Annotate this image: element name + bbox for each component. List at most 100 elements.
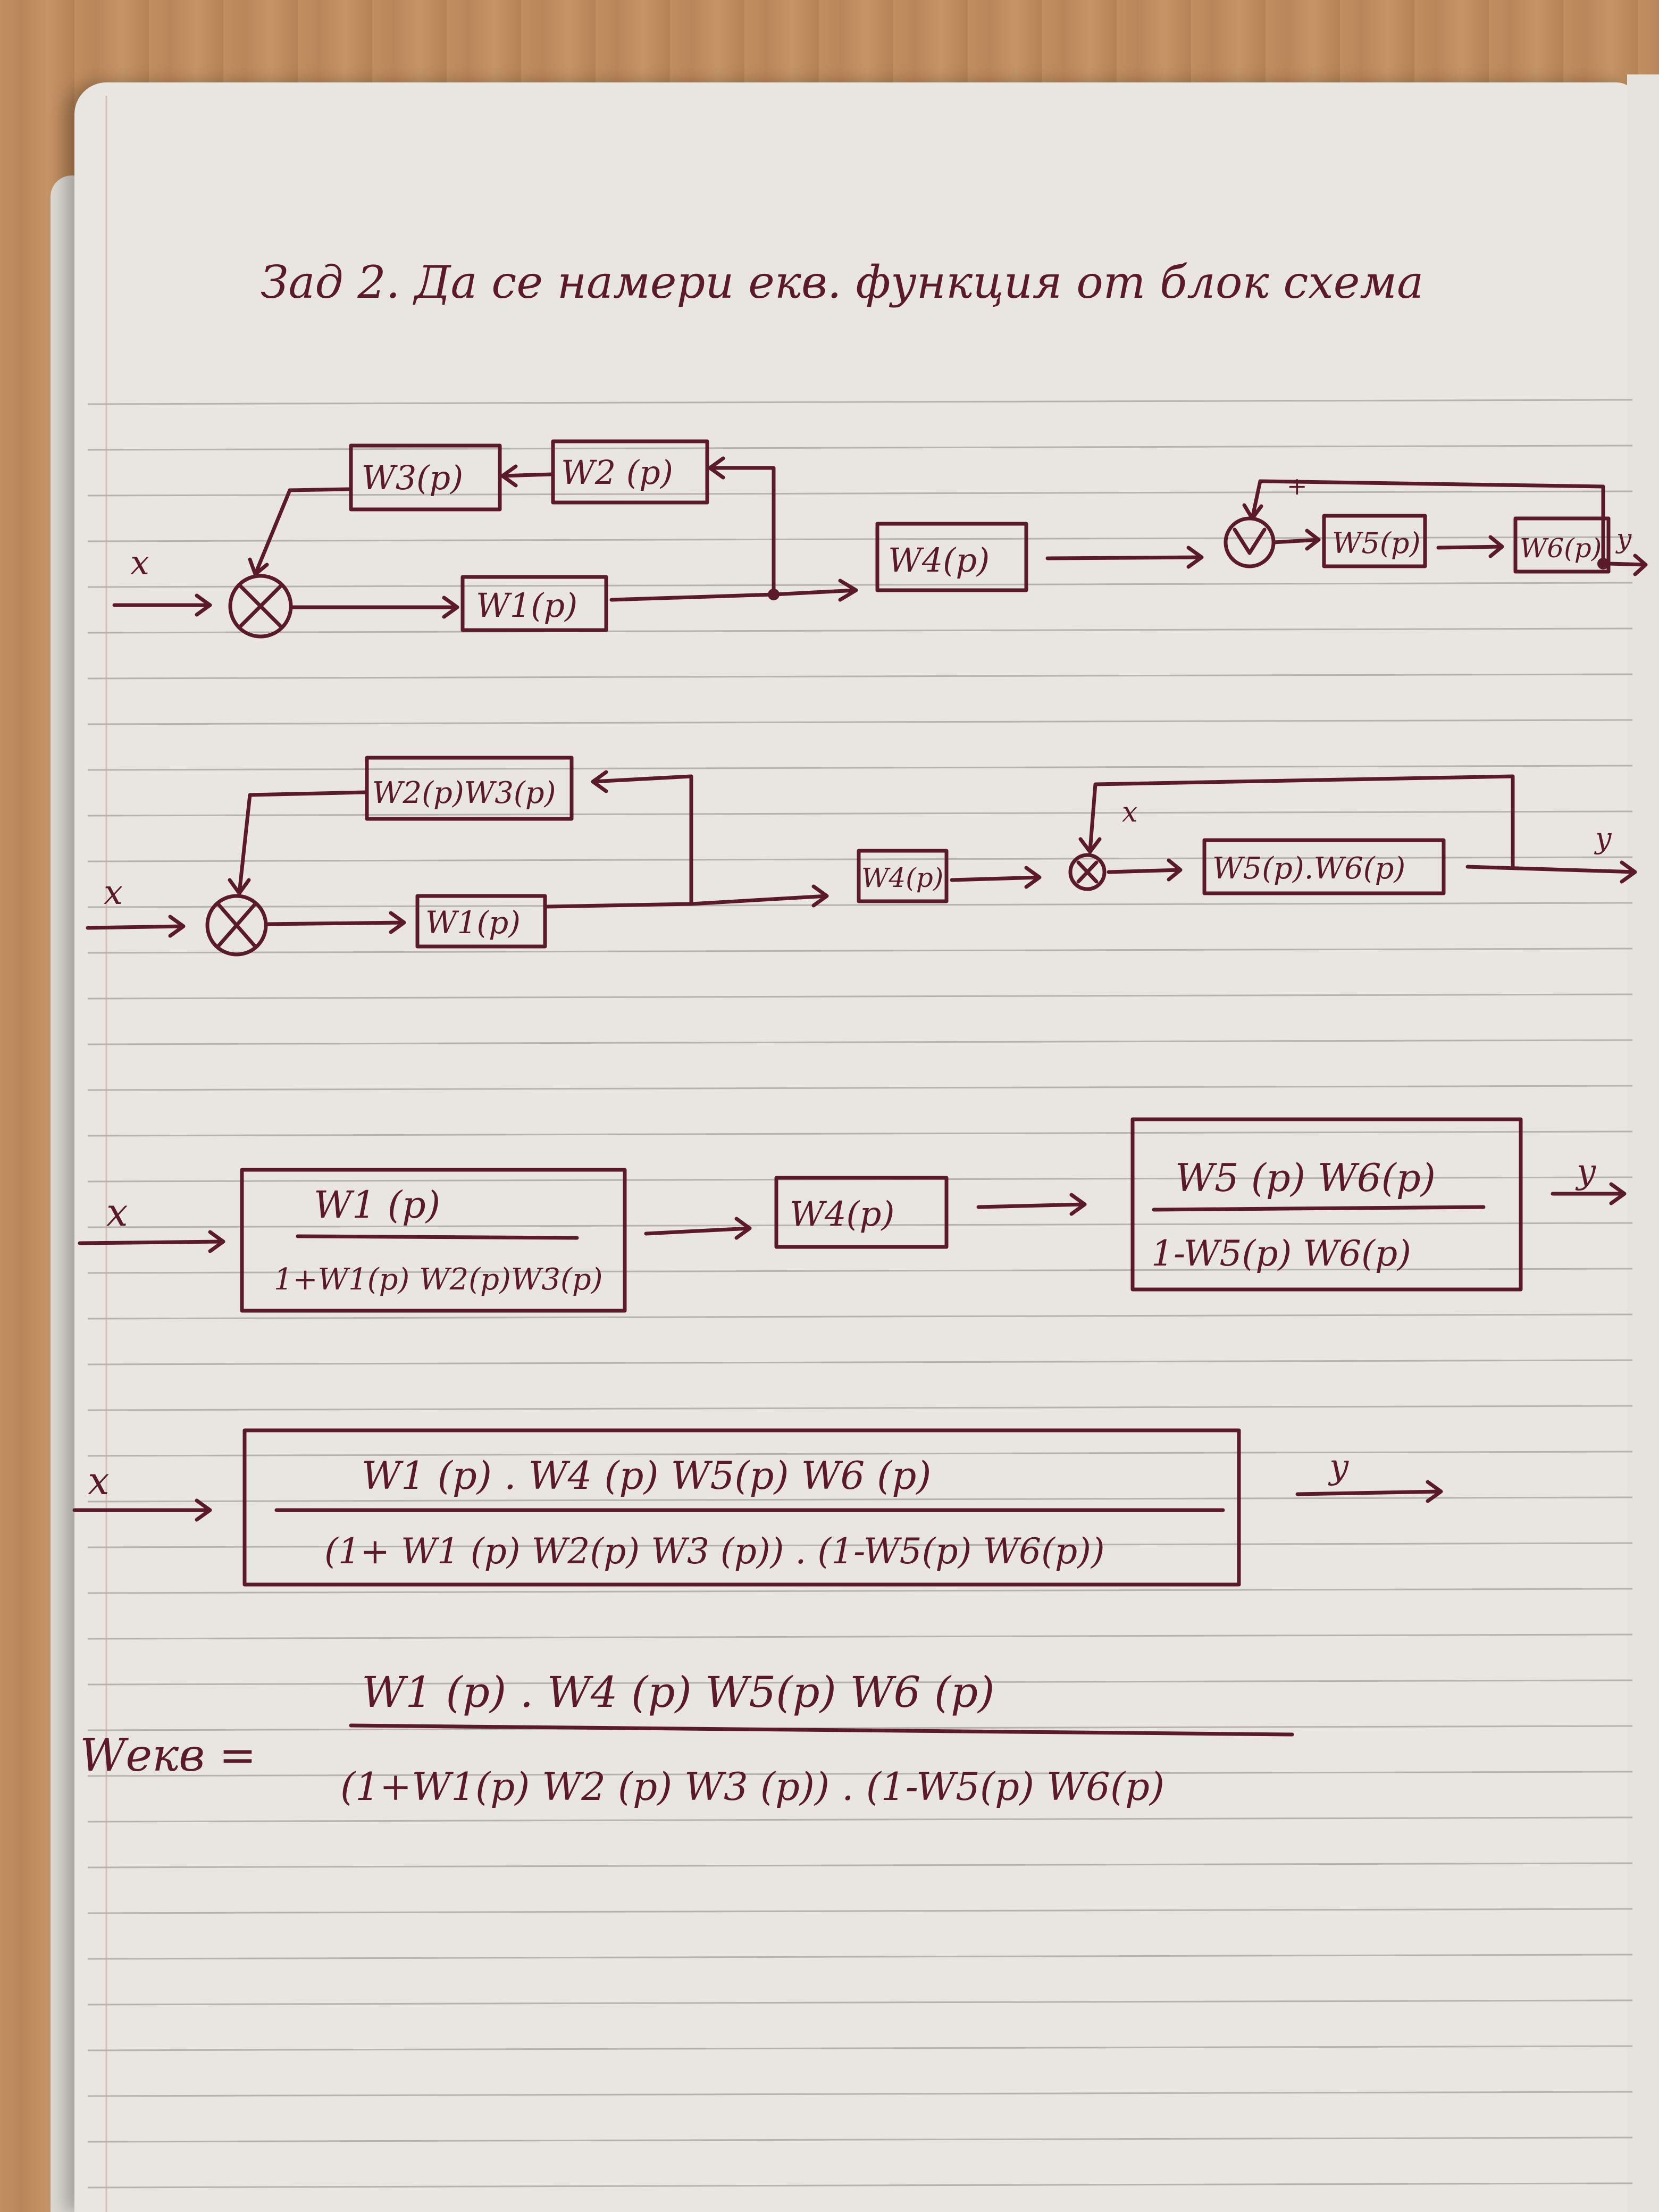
final-fraction-bar (349, 1723, 1294, 1737)
ruled-line (87, 2091, 1633, 2097)
ruled-line (87, 1588, 1633, 1594)
d3-block1-den: 1+W1(p) W2(p)W3(p) (274, 1262, 603, 1297)
d2-arrow-to-junction (228, 790, 368, 895)
d2-junction2-cross (1076, 860, 1099, 884)
ruled-line (87, 1908, 1633, 1914)
d4-combined-block (242, 1428, 1241, 1587)
ruled-line (87, 810, 1633, 817)
ruled-line (87, 1999, 1633, 2006)
d2-junction-cross (216, 902, 257, 949)
d2-summing-junction-2 (1068, 853, 1107, 891)
ruled-line (87, 993, 1633, 1000)
d3-block-3 (1130, 1117, 1523, 1292)
ruled-line (87, 627, 1633, 634)
ruled-line (87, 1725, 1633, 1731)
ruled-line (87, 2045, 1633, 2051)
d1-block-w6 (1513, 516, 1611, 574)
ruled-line (87, 1542, 1633, 1548)
d1-summing-junction-2 (1224, 516, 1276, 568)
d2-feedback-sign: x (1122, 797, 1137, 828)
ruled-line (87, 1130, 1633, 1137)
d1-output-label: y (1615, 523, 1632, 554)
d1-w2-label: W2 (p) (561, 453, 673, 492)
diagram-2: x W1(p) W2(p)W3(p) W4(p) x W5(p).W6(p) y (86, 756, 1637, 957)
d1-feedback-sign: + (1287, 472, 1308, 500)
ruled-line (87, 2136, 1633, 2143)
d3-output-arrow (1551, 1182, 1627, 1205)
d1-block-w2 (551, 439, 709, 505)
ruled-line (87, 1268, 1633, 1274)
d1-junction-cross (237, 583, 284, 630)
notebook-page (74, 82, 1638, 2212)
ruled-line (87, 1954, 1633, 1960)
d3-block-w4 (774, 1176, 949, 1249)
diagram-4: x W1 (p) . W4 (p) W5(p) W6 (p) (1+ W1 (p… (72, 1428, 1443, 1587)
d3-arrow-to-block3 (976, 1193, 1087, 1216)
d1-input-arrow (112, 593, 212, 617)
d1-w6-label: W6(p) (1520, 533, 1602, 564)
d3-block1-num: W1 (p) (314, 1183, 440, 1227)
ruled-line (87, 1313, 1633, 1320)
ruled-line (87, 582, 1633, 588)
d2-feedback-label: W2(p)W3(p) (372, 776, 556, 810)
d2-block-w2w3 (365, 756, 574, 821)
d1-positive-feedback-loop (1242, 479, 1605, 566)
d2-output-label: y (1594, 822, 1612, 855)
ruled-line (87, 536, 1633, 542)
d1-input-label: x (130, 543, 149, 583)
ruled-line (87, 1451, 1633, 1457)
ruled-line (87, 1039, 1633, 1045)
ruled-line (87, 399, 1633, 405)
d3-block3-fraction-bar (1152, 1205, 1486, 1212)
page-title: Зад 2. Да се намери екв. функция от блок… (261, 256, 1423, 308)
ruled-line (87, 2182, 1633, 2189)
ruled-line (87, 765, 1633, 771)
ruled-line (87, 1771, 1633, 1777)
d4-output-label: y (1328, 1447, 1349, 1487)
ruled-line (87, 1633, 1633, 1640)
d4-numerator: W1 (p) . W4 (p) W5(p) W6 (p) (362, 1453, 931, 1498)
ruled-line (87, 1816, 1633, 1823)
d1-block-w4 (875, 522, 1028, 592)
d1-block-w3 (349, 443, 502, 512)
d1-block-w1 (460, 575, 608, 632)
ruled-line (87, 490, 1633, 497)
d2-arrow-to-w4 (546, 884, 829, 909)
d3-arrow-to-w4 (644, 1217, 752, 1240)
d4-input-label: x (88, 1459, 110, 1503)
ruled-lines (87, 399, 1633, 2189)
ruled-line (87, 1679, 1633, 1686)
d2-input-arrow (86, 915, 186, 938)
d3-block1-fraction-bar (296, 1234, 579, 1240)
d1-arrow-to-w1 (289, 596, 459, 619)
ruled-line (87, 948, 1633, 954)
diagram-1: x W1(p) W2 (p) W3(p) W4(p) + W5(p) W6(p)… (112, 439, 1648, 639)
d1-w5-label: W5(p) (1332, 526, 1421, 560)
d4-denominator: (1+ W1 (p) W2(p) W3 (p)) . (1-W5(p) W6(p… (324, 1531, 1105, 1572)
d3-block3-num: W5 (p) W6(p) (1175, 1155, 1436, 1200)
d3-input-arrow (78, 1230, 225, 1253)
d4-output-arrow (1295, 1480, 1443, 1503)
final-denominator: (1+W1(p) W2 (p) W3 (p)) . (1-W5(p) W6(p) (340, 1764, 1164, 1809)
d2-block-w4 (857, 849, 949, 903)
d3-input-label: x (106, 1190, 128, 1235)
diagram-3: x W1 (p) 1+W1(p) W2(p)W3(p) W4(p) W5 (p)… (78, 1117, 1627, 1313)
d2-arrow-to-w56 (1107, 858, 1183, 882)
d1-arrow-to-junction2 (1045, 546, 1204, 569)
d1-arrow-to-junction (248, 487, 352, 576)
ruled-line (87, 1405, 1633, 1411)
notebook-facing-page (1627, 74, 1659, 2212)
d3-output-label: y (1575, 1152, 1596, 1192)
d1-arrow-to-w4 (609, 579, 858, 602)
d3-block-1 (240, 1168, 627, 1313)
d4-input-arrow (72, 1498, 212, 1522)
d1-block-w5 (1322, 514, 1427, 568)
d1-arrow-to-w5 (1271, 529, 1321, 551)
ruled-line (87, 902, 1633, 908)
d3-w4-label: W4(p) (790, 1195, 894, 1234)
d2-arrow-to-w1 (264, 911, 406, 934)
ruled-line (87, 445, 1633, 451)
ruled-line (87, 673, 1633, 680)
d2-feedback-loop-2 (1078, 774, 1515, 870)
